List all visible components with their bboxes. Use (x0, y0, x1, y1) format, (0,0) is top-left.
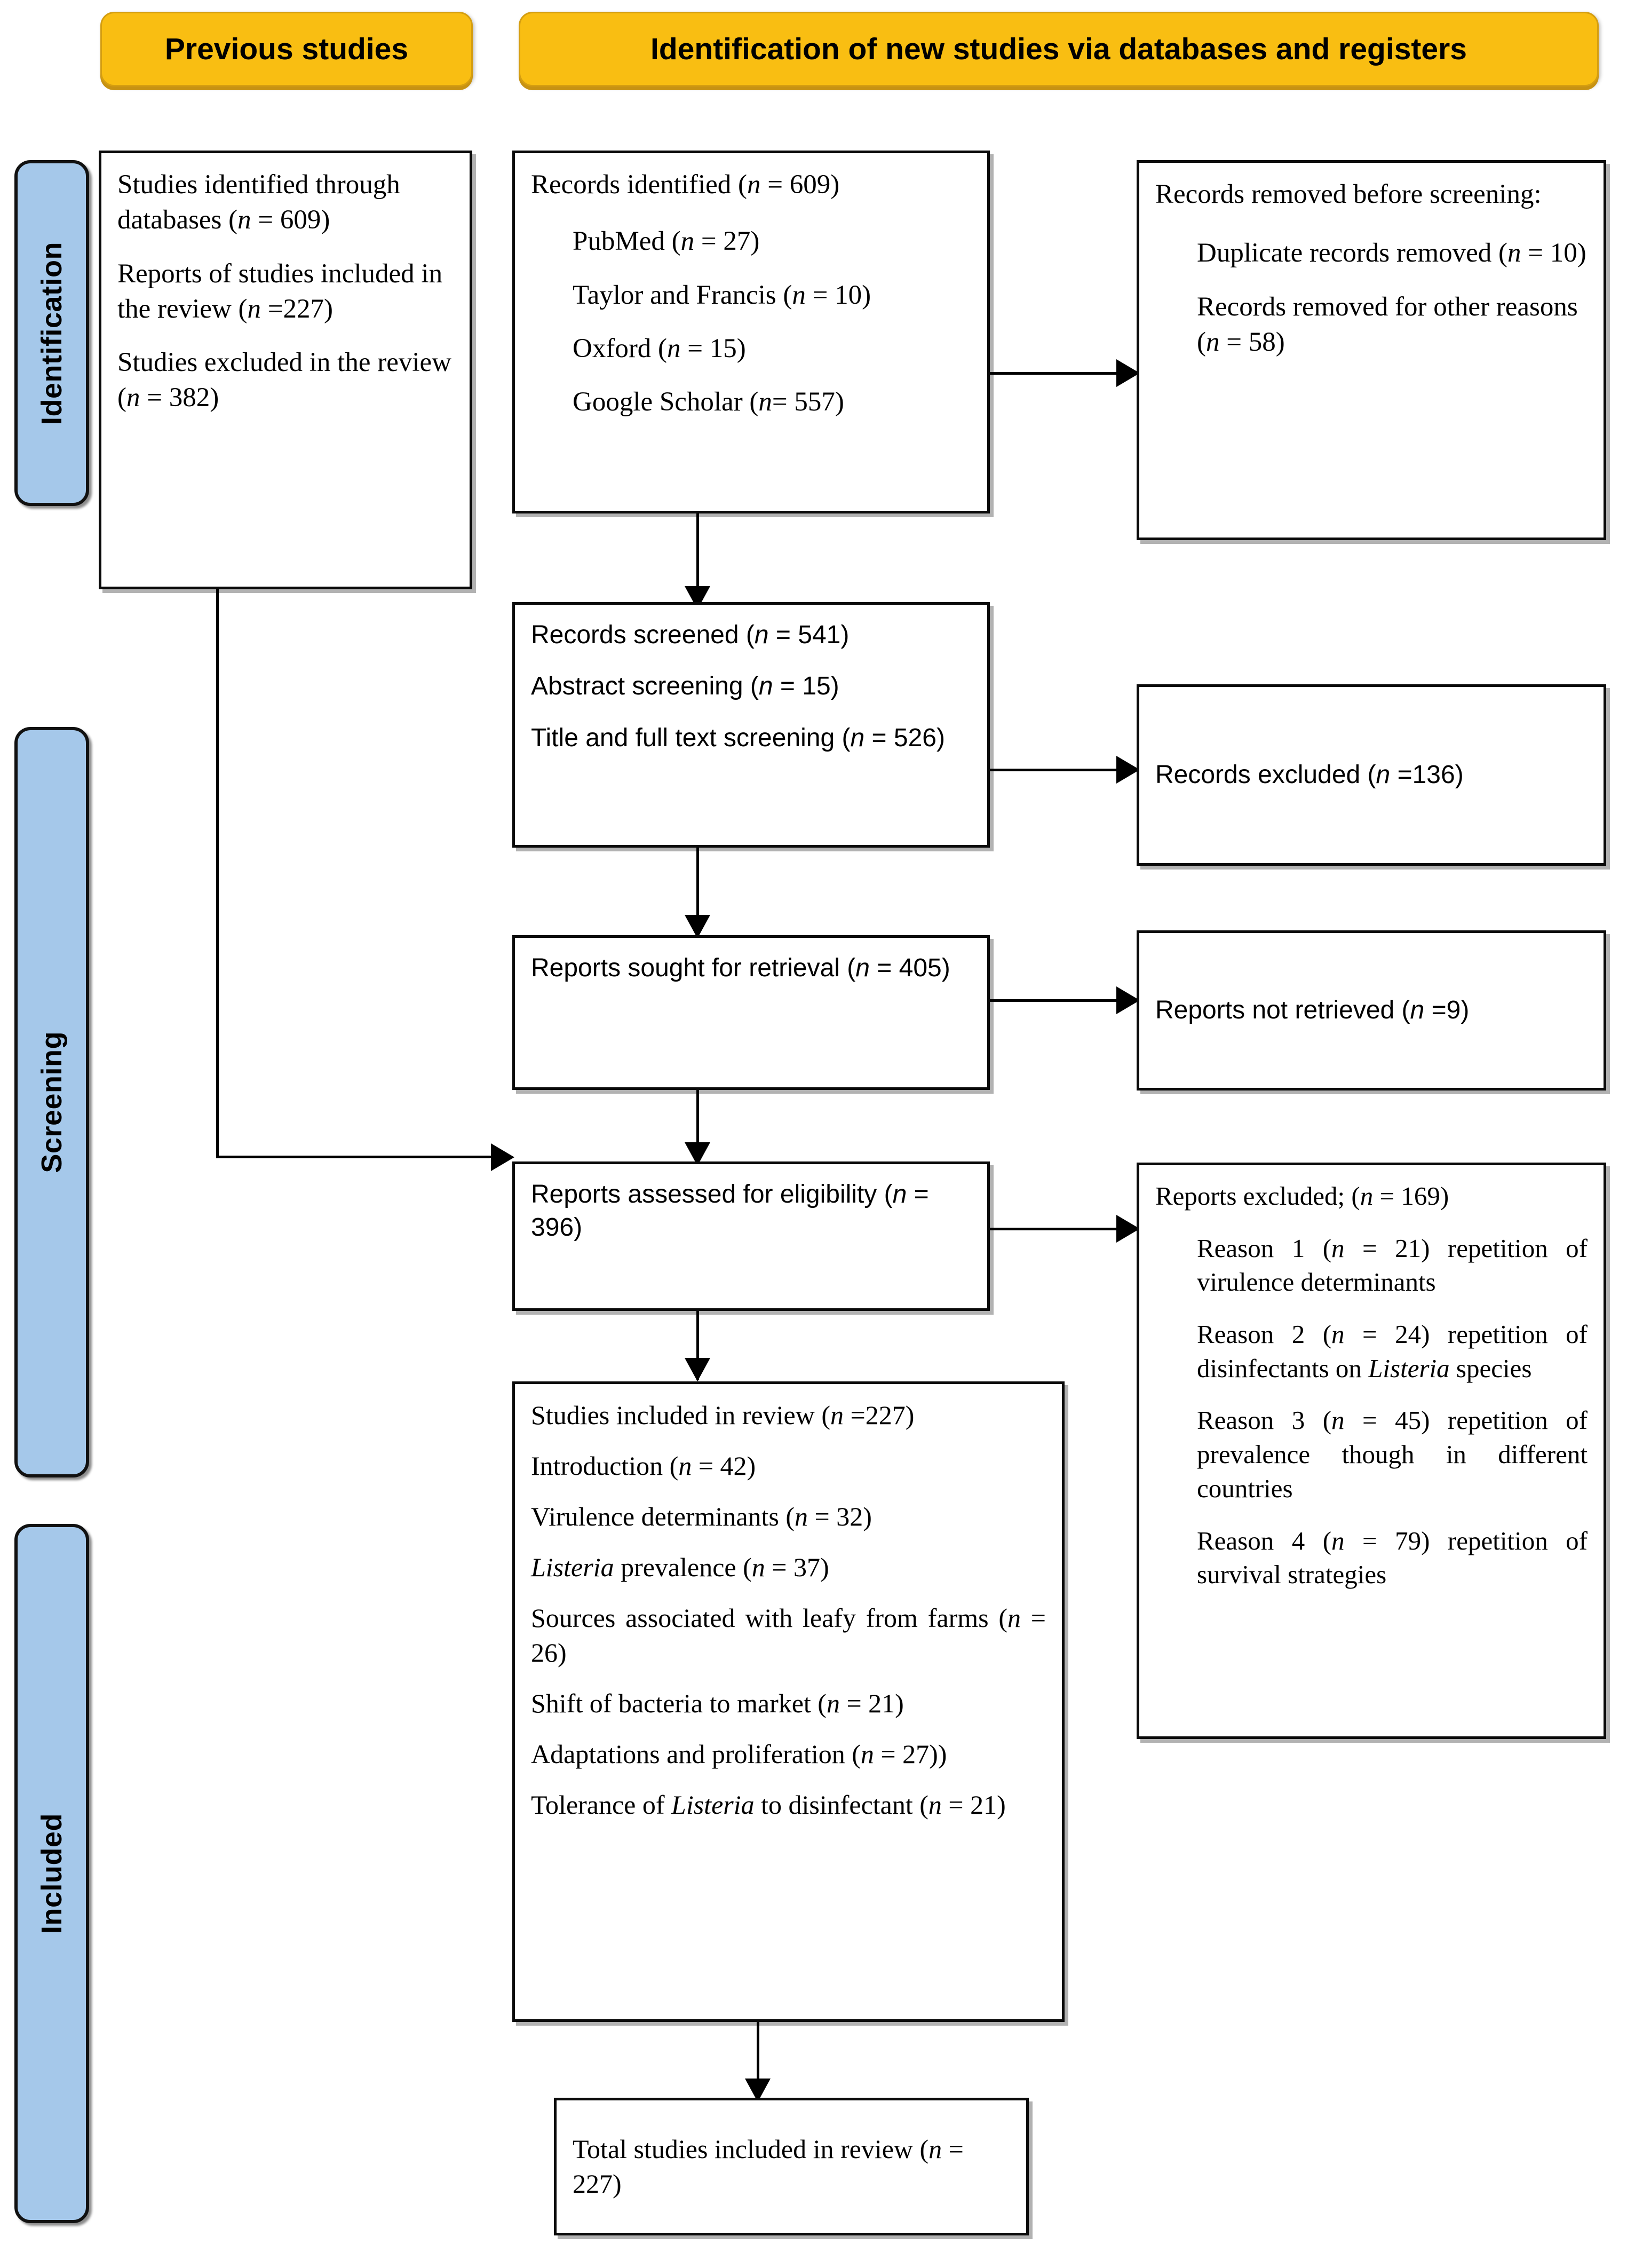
records-excluded-box: Records excluded (n =136) (1137, 684, 1606, 866)
connector-included-to-total (757, 2022, 759, 2102)
reports-not-retrieved-line: Reports not retrieved (n =9) (1155, 995, 1470, 1024)
reports-excluded-reason-1: Reason 1 (n = 21) repetition of virulenc… (1197, 1233, 1588, 1297)
banner-identification-new-studies: Identification of new studies via databa… (519, 12, 1599, 86)
records-screened-line-abstract: Abstract screening (n = 15) (531, 672, 839, 701)
connector-identified-to-removed (990, 372, 1123, 375)
records-identified-source-taylor-francis: Taylor and Francis (n = 10) (573, 280, 871, 310)
records-removed-header: Records removed before screening: (1155, 179, 1542, 209)
stage-pill-included: Included (14, 1524, 89, 2223)
reports-sought-line: Reports sought for retrieval (n = 405) (531, 954, 950, 982)
connector-previous-studies-vertical (216, 589, 219, 1158)
records-removed-duplicates: Duplicate records removed (n = 10) (1197, 238, 1586, 268)
banner-previous-studies-label: Previous studies (164, 32, 409, 66)
connector-screened-to-sought (696, 848, 699, 938)
studies-included-line-shift-market: Shift of bacteria to market (n = 21) (531, 1688, 904, 1718)
connector-screened-to-excluded (990, 769, 1123, 771)
stage-pill-identification-label: Identification (36, 241, 68, 425)
arrowhead-screened-to-excluded (1116, 756, 1140, 784)
previous-studies-line-included: Reports of studies included in the revie… (117, 258, 443, 324)
records-identified-source-oxford: Oxford (n = 15) (573, 333, 746, 363)
connector-assessed-to-studies-included (696, 1311, 699, 1380)
studies-included-line-tolerance: Tolerance of Listeria to disinfectant (n… (531, 1790, 1006, 1820)
total-studies-included-line: Total studies included in review (n = 22… (573, 2134, 964, 2199)
connector-identified-to-screened (696, 513, 699, 610)
connector-previous-studies-horizontal (216, 1156, 499, 1158)
previous-studies-line-identified: Studies identified through databases (n … (117, 170, 400, 235)
records-screened-line-title-fulltext: Title and full text screening (n = 526) (531, 723, 945, 752)
reports-excluded-header: Reports excluded; (n = 169) (1155, 1181, 1449, 1211)
reports-sought-for-retrieval-box: Reports sought for retrieval (n = 405) (512, 935, 990, 1090)
studies-included-line-introduction: Introduction (n = 42) (531, 1451, 756, 1481)
arrowhead-screened-to-sought (685, 915, 710, 938)
reports-excluded-reason-3: Reason 3 (n = 45) repetition of prevalen… (1197, 1405, 1588, 1503)
records-removed-other-reasons: Records removed for other reasons (n = 5… (1197, 291, 1578, 357)
reports-not-retrieved-box: Reports not retrieved (n =9) (1137, 930, 1606, 1090)
reports-excluded-reason-2: Reason 2 (n = 24) repetition of disinfec… (1197, 1319, 1588, 1383)
connector-assessed-to-reports-excluded (990, 1228, 1123, 1230)
reports-assessed-line: Reports assessed for eligibility (n = 39… (531, 1180, 929, 1242)
records-removed-before-screening-box: Records removed before screening: Duplic… (1137, 160, 1606, 540)
previous-studies-box: Studies identified through databases (n … (99, 151, 472, 589)
reports-excluded-box: Reports excluded; (n = 169) Reason 1 (n … (1137, 1163, 1606, 1739)
reports-excluded-reason-4: Reason 4 (n = 79) repetition of survival… (1197, 1526, 1588, 1590)
stage-pill-screening-label: Screening (36, 1031, 68, 1173)
records-identified-header: Records identified (n = 609) (531, 170, 840, 200)
studies-included-line-listeria-prevalence: Listeria prevalence (n = 37) (531, 1552, 829, 1582)
connector-sought-to-assessed (696, 1090, 699, 1165)
records-excluded-line: Records excluded (n =136) (1155, 760, 1464, 789)
studies-included-line-total: Studies included in review (n =227) (531, 1400, 915, 1430)
studies-included-line-virulence: Virulence determinants (n = 32) (531, 1502, 872, 1531)
records-identified-box: Records identified (n = 609) PubMed (n =… (512, 151, 990, 513)
studies-included-line-adaptations: Adaptations and proliferation (n = 27)) (531, 1739, 947, 1769)
records-screened-box: Records screened (n = 541) Abstract scre… (512, 602, 990, 848)
studies-included-line-sources-leafy: Sources associated with leafy from farms… (531, 1603, 1046, 1668)
total-studies-included-box: Total studies included in review (n = 22… (554, 2098, 1029, 2235)
connector-sought-to-not-retrieved (990, 999, 1123, 1002)
arrowhead-sought-to-not-retrieved (1116, 986, 1140, 1014)
arrowhead-previous-studies-to-included (491, 1143, 514, 1171)
arrowhead-assessed-to-reports-excluded (1116, 1215, 1140, 1243)
records-screened-line-screened: Records screened (n = 541) (531, 621, 850, 649)
reports-assessed-for-eligibility-box: Reports assessed for eligibility (n = 39… (512, 1161, 990, 1311)
stage-pill-identification: Identification (14, 160, 89, 506)
previous-studies-line-excluded: Studies excluded in the review (n = 382) (117, 347, 451, 413)
banner-previous-studies: Previous studies (100, 12, 473, 86)
records-identified-source-pubmed: PubMed (n = 27) (573, 226, 760, 257)
stage-pill-screening: Screening (14, 727, 89, 1477)
stage-pill-included-label: Included (36, 1813, 68, 1934)
arrowhead-identified-to-removed (1116, 359, 1140, 387)
records-identified-source-google-scholar: Google Scholar (n= 557) (573, 387, 844, 417)
studies-included-in-review-box: Studies included in review (n =227) Intr… (512, 1381, 1065, 2022)
arrowhead-assessed-to-studies-included (685, 1358, 710, 1381)
banner-identification-label: Identification of new studies via databa… (650, 32, 1467, 66)
